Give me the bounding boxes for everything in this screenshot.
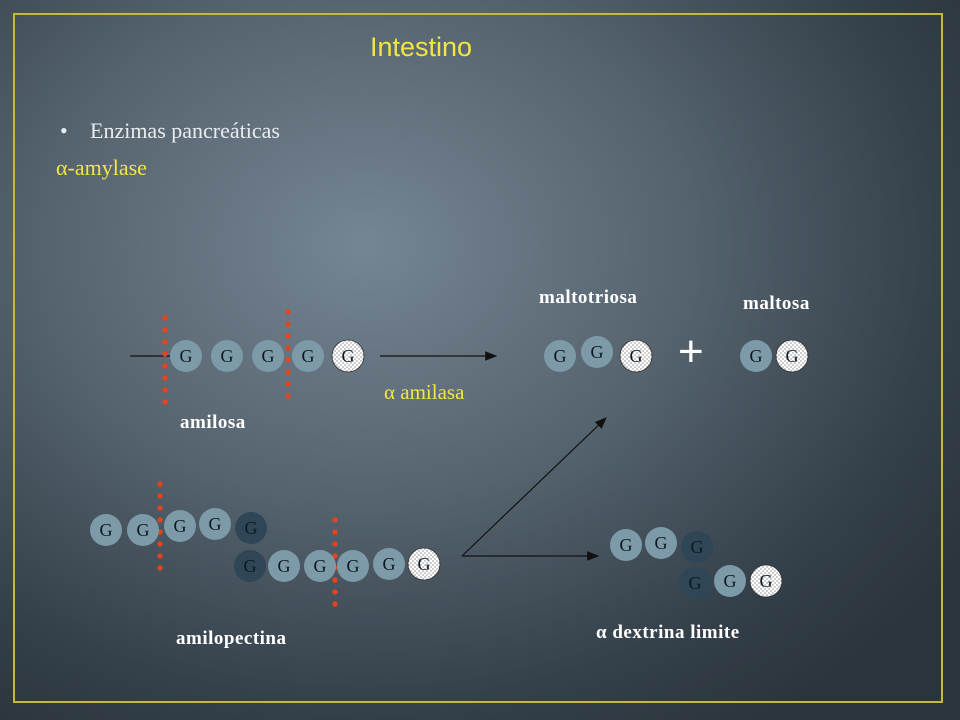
glucose-reducing-end: G [619,339,653,373]
maltosa-molecule: G G [740,339,809,373]
arrow-to-maltotriosa [461,417,607,557]
glucose-label: G [262,346,275,366]
amilosa-chain: G G G G G [170,339,365,373]
glucose-reducing-end: G [407,547,441,581]
bullet-dot: • [60,118,68,143]
maltotriosa-molecule: G G G [544,336,653,373]
glucose-reducing-end: G [775,339,809,373]
glucose-branch-point: G [679,567,711,599]
glucose-label: G [620,535,633,555]
label-dextrina-limite: α dextrina limite [596,622,740,643]
slide-title: Intestino [370,32,473,62]
glucose-reducing-end: G [331,339,365,373]
glucose-label: G [724,571,737,591]
cut-mark-amilosa-2 [285,309,291,399]
glucose-unit: G [252,340,284,372]
glucose-label: G [174,516,187,536]
glucose-unit: G [127,514,159,546]
glucose-unit: G [581,336,613,368]
glucose-label: G [100,520,113,540]
bullet-text: Enzimas pancreáticas [90,118,280,143]
cut-mark-amilopectina-1 [157,481,163,571]
slide-frame [13,13,943,703]
cut-mark-amilopectina-2 [332,517,338,607]
glucose-unit: G [610,529,642,561]
glucose-reducing-end: G [749,564,783,598]
glucose-label: G [418,554,431,574]
glucose-label: G [591,342,604,362]
glucose-label: G [180,346,193,366]
glucose-unit: G [645,527,677,559]
glucose-unit: G [164,510,196,542]
glucose-label: G [691,537,704,557]
glucose-branch-point: G [234,550,266,582]
glucose-label: G [245,518,258,538]
glucose-label: G [760,571,773,591]
enzyme-arrow-label: α amilasa [384,380,465,404]
glucose-unit: G [292,340,324,372]
glucose-label: G [347,556,360,576]
glucose-unit: G [337,550,369,582]
glucose-label: G [244,556,257,576]
glucose-label: G [630,346,643,366]
glucose-unit: G [90,514,122,546]
bullet-item: • Enzimas pancreáticas [60,118,280,144]
glucose-label: G [342,346,355,366]
glucose-label: G [689,573,702,593]
glucose-label: G [655,533,668,553]
plus-sign: + [678,327,704,376]
enzyme-name: α-amylase [56,155,147,180]
label-amilopectina: amilopectina [176,628,287,649]
glucose-label: G [750,346,763,366]
cut-mark-amilosa-1 [162,315,168,405]
glucose-label: G [302,346,315,366]
glucose-label: G [314,556,327,576]
glucose-label: G [209,514,222,534]
glucose-branch-point: G [235,512,267,544]
label-maltosa: maltosa [743,293,810,314]
glucose-label: G [383,554,396,574]
glucose-branch-point: G [681,531,713,563]
glucose-label: G [221,346,234,366]
glucose-unit: G [373,548,405,580]
glucose-unit: G [199,508,231,540]
glucose-unit: G [544,340,576,372]
glucose-unit: G [170,340,202,372]
glucose-label: G [137,520,150,540]
glucose-unit: G [268,550,300,582]
glucose-unit: G [211,340,243,372]
glucose-label: G [278,556,291,576]
glucose-unit: G [740,340,772,372]
glucose-label: G [786,346,799,366]
dextrina-limite-molecule: G G G G G G [610,527,783,599]
glucose-unit: G [304,550,336,582]
amilopectina-molecule: G G G G G G G G G G G [90,508,441,582]
glucose-unit: G [714,565,746,597]
label-amilosa: amilosa [180,412,246,433]
glucose-label: G [554,346,567,366]
label-maltotriosa: maltotriosa [539,287,638,308]
